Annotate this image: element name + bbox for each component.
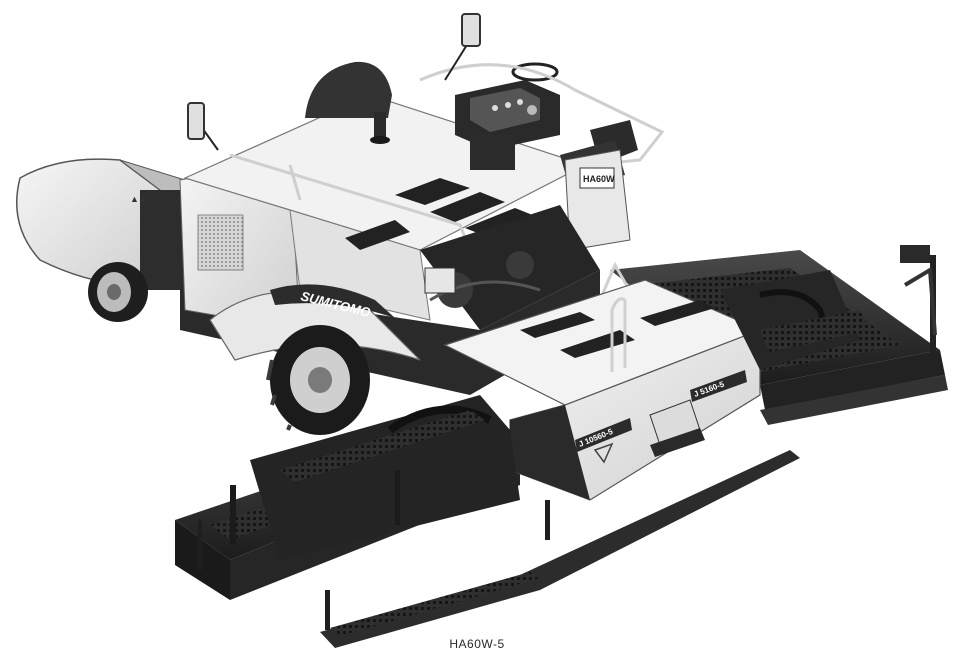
svg-text:▲▲: ▲▲	[130, 194, 148, 204]
mirrors	[187, 13, 481, 151]
hopper-wing: ▲▲	[16, 158, 186, 291]
side-panel-text: HA60W	[583, 174, 615, 184]
side-panel: HA60W	[564, 149, 631, 251]
main-screed: J 10560-5 J 5160-5	[443, 279, 762, 501]
rear-wheel	[88, 262, 148, 322]
left-screed-machinery	[230, 395, 520, 560]
model-caption: HA60W-5	[449, 637, 505, 651]
front-wheel	[266, 325, 370, 435]
right-screed-machinery	[720, 270, 870, 370]
engine-area	[420, 205, 600, 330]
